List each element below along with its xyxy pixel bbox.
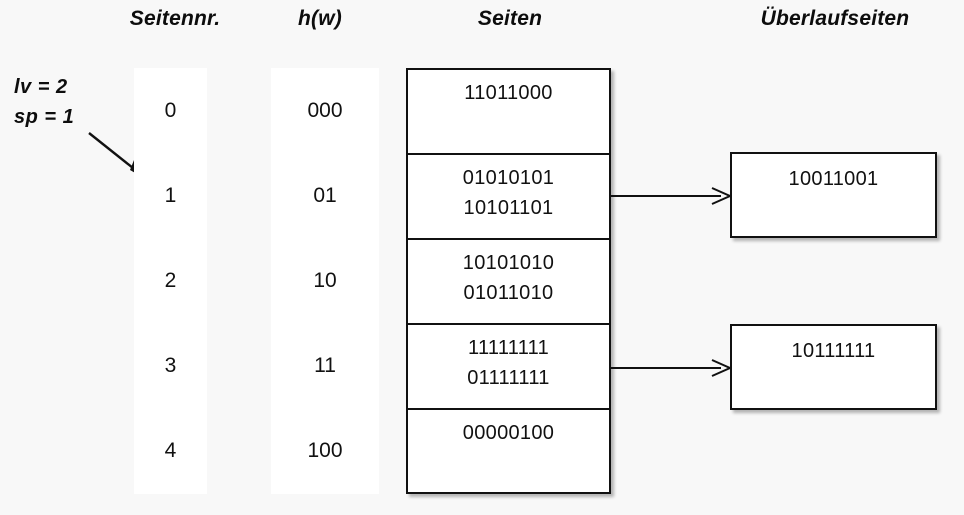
parameter-lv: lv = 2 [14,76,68,98]
column-header-hash: h(w) [298,7,342,30]
hash-cell: 10 [313,268,337,292]
seiten-page-row: 01010101 10101101 [408,155,609,240]
parameter-sp: sp = 1 [14,106,75,128]
seiten-entry: 10101010 [462,252,555,274]
overflow-entry: 10011001 [788,168,879,190]
column-header-ueberlaufseiten: Überlaufseiten [760,7,910,30]
hash-parameters: lv = 2 sp = 1 [14,72,74,132]
overflow-page-box: 10011001 [730,152,937,238]
overflow-arrow-icon [611,359,733,377]
seiten-page-row: 11111111 01111111 [408,325,609,410]
seiten-entry: 01010101 [462,167,555,189]
overflow-entry: 10111111 [791,340,876,362]
seitennr-cell: 2 [164,268,177,292]
seitennr-cell: 0 [164,98,177,122]
seitennr-column: 0 1 2 3 4 [134,68,207,494]
column-header-seitennr: Seitennr. [129,7,221,30]
hash-cell: 000 [307,98,343,122]
hash-cell: 01 [313,183,337,207]
hash-cell: 100 [307,438,343,462]
seiten-table: 11011000 01010101 10101101 10101010 0101… [406,68,611,494]
seiten-page-row: 00000100 [408,410,609,495]
seiten-entry: 00000100 [462,422,555,444]
overflow-arrow-icon [611,187,733,205]
hash-cell: 11 [314,353,336,377]
overflow-page-box: 10111111 [730,324,937,410]
seiten-entry: 11011000 [464,82,553,104]
seiten-page-row: 11011000 [408,70,609,155]
seiten-entry: 11111111 [468,337,549,359]
seitennr-cell: 3 [164,353,177,377]
column-header-seiten: Seiten [477,7,543,30]
seiten-entry: 10101101 [463,197,554,219]
seitennr-cell: 4 [164,438,177,462]
seiten-page-row: 10101010 01011010 [408,240,609,325]
seiten-entry: 01011010 [463,282,554,304]
seitennr-cell: 1 [164,183,177,207]
seiten-entry: 01111111 [467,367,550,389]
hash-column: 000 01 10 11 100 [271,68,379,494]
